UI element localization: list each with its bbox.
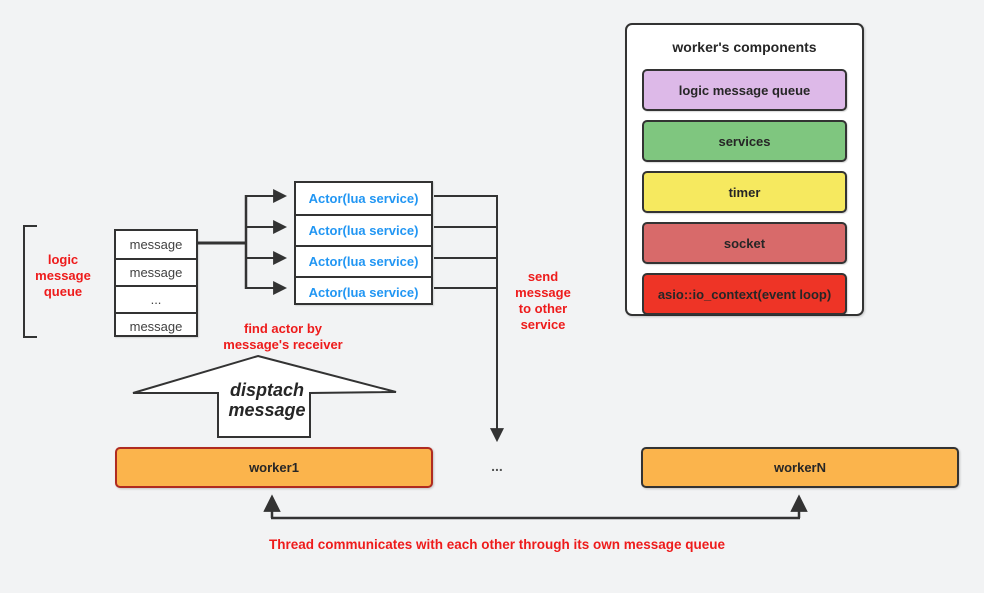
- component-socket: socket: [642, 222, 847, 264]
- components-panel: worker's components logic message queue …: [625, 23, 864, 316]
- component-timer: timer: [642, 171, 847, 213]
- queue-bracket: [23, 225, 37, 338]
- components-panel-title: worker's components: [672, 39, 817, 55]
- component-services: services: [642, 120, 847, 162]
- send-lines: [434, 195, 497, 289]
- actor-row: Actor(lua service): [296, 276, 431, 307]
- actor-row: Actor(lua service): [296, 214, 431, 245]
- dispatch-big-arrow: [132, 354, 397, 438]
- workers-ellipsis: ...: [491, 458, 503, 474]
- message-row-ellipsis: ...: [116, 285, 196, 312]
- send-message-annotation: send message to other service: [515, 269, 571, 332]
- message-row: message: [129, 237, 183, 252]
- workerN-box: workerN: [641, 447, 959, 488]
- message-row: message: [116, 312, 196, 339]
- thread-connector: [263, 494, 808, 520]
- actor-row: Actor(lua service): [308, 191, 419, 206]
- component-asio-io-context: asio::io_context(event loop): [642, 273, 847, 315]
- find-actor-annotation: find actor by message's receiver: [223, 321, 343, 352]
- message-queue-table: message message ... message: [114, 229, 198, 337]
- message-row: message: [116, 258, 196, 285]
- actor-row: Actor(lua service): [296, 245, 431, 276]
- thread-communication-annotation: Thread communicates with each other thro…: [268, 537, 726, 552]
- actor-table: Actor(lua service) Actor(lua service) Ac…: [294, 181, 433, 305]
- logic-message-queue-label: logic message queue: [35, 252, 91, 299]
- dispatch-message-label: disptach message: [228, 380, 306, 420]
- component-logic-message-queue: logic message queue: [642, 69, 847, 111]
- components-panel-items: logic message queue services timer socke…: [627, 69, 862, 315]
- dispatch-arrows: [246, 189, 288, 295]
- worker1-box: worker1: [115, 447, 433, 488]
